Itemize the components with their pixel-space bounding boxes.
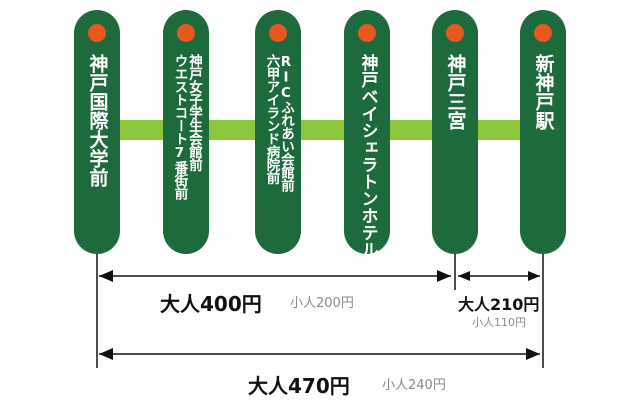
route-line <box>108 120 536 140</box>
stop-rokko-island-hospital: 六甲アイランド病院前 RICふれあい会館前 <box>255 10 301 254</box>
arrowhead-icon <box>526 348 540 360</box>
stop-name-line-1: 六甲アイランド病院前 <box>263 54 280 184</box>
stop-name-line-2: RICふれあい会館前 <box>278 54 294 192</box>
stop-marker-icon <box>88 24 106 42</box>
stop-marker-icon <box>534 24 552 42</box>
stop-name: 神戸三宮 <box>444 54 467 130</box>
stop-kobe-sannomiya: 神戸三宮 <box>432 10 478 254</box>
stop-name-line-2: 神戸女子学生会館前 <box>186 54 202 171</box>
stop-marker-icon <box>358 24 376 42</box>
stop-west-court-7: ウエストコート7番街前 神戸女子学生会館前 <box>163 10 209 254</box>
arrowhead-icon <box>99 348 113 360</box>
stop-marker-icon <box>177 24 195 42</box>
stop-name: 神戸ベイシェラトンホテル <box>357 54 378 258</box>
fare-adult-total: 大人470円 <box>248 374 350 398</box>
stop-name: 新神戸駅 <box>532 54 555 130</box>
fare-child-sannomiya-shinkobe: 小人110円 <box>472 316 526 329</box>
stop-marker-icon <box>269 24 287 42</box>
stop-kobe-bay-sheraton: 神戸ベイシェラトンホテル <box>344 10 390 258</box>
fare-arrow-heads <box>99 270 540 360</box>
fare-adult-to-sannomiya: 大人400円 <box>160 292 262 316</box>
stop-marker-icon <box>446 24 464 42</box>
arrowhead-icon <box>437 270 451 282</box>
arrowhead-icon <box>458 271 470 281</box>
fare-child-total: 小人240円 <box>382 378 446 393</box>
fare-child-to-sannomiya: 小人200円 <box>290 296 354 311</box>
arrowhead-icon <box>528 271 540 281</box>
stop-name: 神戸国際大学前 <box>86 54 109 187</box>
stop-kobe-kokusai-daigaku-mae: 神戸国際大学前 <box>74 10 120 254</box>
stop-shin-kobe-eki: 新神戸駅 <box>520 10 566 254</box>
arrowhead-icon <box>99 270 113 282</box>
fare-arrow-lines <box>96 254 544 368</box>
stop-name-line-1: ウエストコート7番街前 <box>171 54 188 200</box>
fare-adult-sannomiya-shinkobe: 大人210円 <box>458 295 540 314</box>
